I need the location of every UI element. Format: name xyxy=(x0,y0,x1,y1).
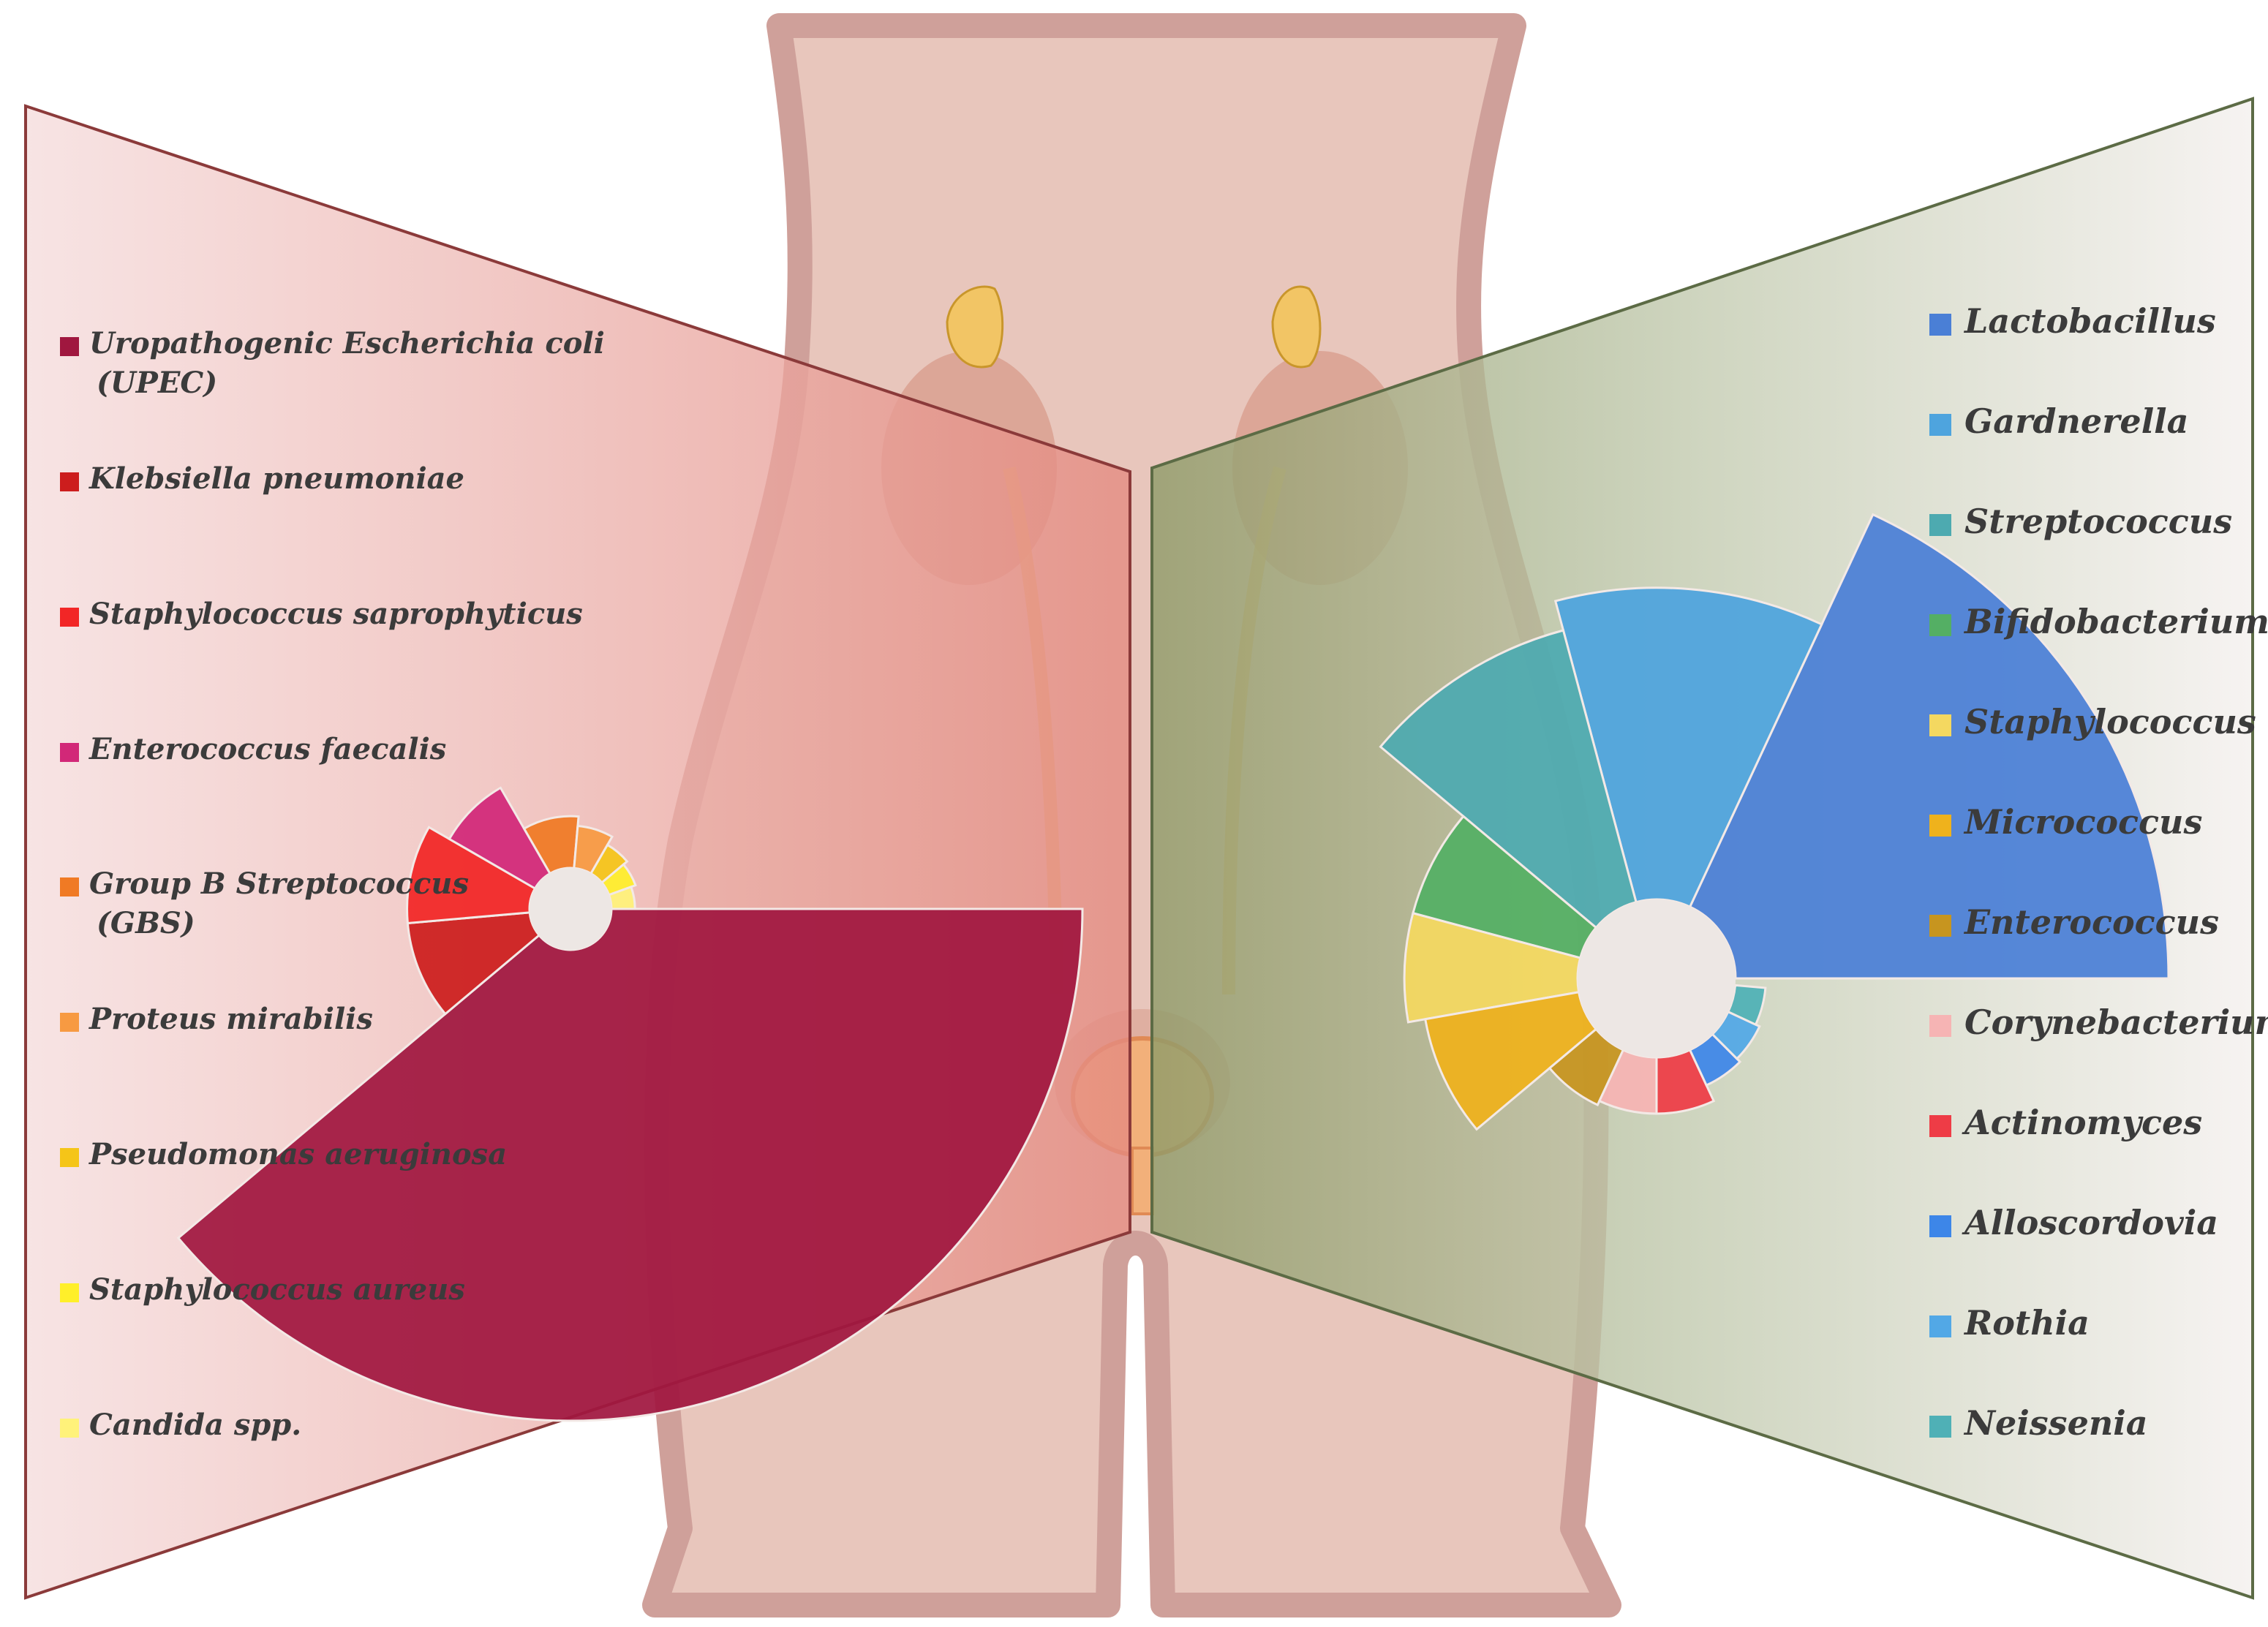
legend-label: (UPEC) xyxy=(97,366,217,400)
left-legend: Uropathogenic Escherichia coli (UPEC) Kleb… xyxy=(60,326,605,1442)
legend-swatch xyxy=(60,877,79,896)
legend-label: Lactobacillus xyxy=(1963,301,2216,341)
legend-item-micrococcus: Micrococcus xyxy=(1929,802,2202,842)
legend-swatch xyxy=(1929,1115,1951,1137)
legend-label: Staphylococcus aureus xyxy=(89,1272,465,1307)
right-adrenal-gland xyxy=(1271,285,1322,369)
legend-swatch xyxy=(1929,915,1951,937)
right-polar-chart xyxy=(1379,513,2170,1131)
legend-item-alloscordovia: Alloscordovia xyxy=(1929,1203,2218,1242)
legend-label: Pseudomonas aeruginosa xyxy=(88,1137,507,1171)
legend-item-staphylococcus: Staphylococcus xyxy=(1929,702,2256,741)
legend-swatch xyxy=(1929,1215,1951,1237)
legend-label: Uropathogenic Escherichia coli xyxy=(89,326,605,360)
legend-swatch xyxy=(1929,1315,1951,1337)
legend-label: Bifidobacterium xyxy=(1963,602,2268,641)
legend-label: Klebsiella pneumoniae xyxy=(88,461,464,496)
legend-item-corynebacterium: Corynebacterium xyxy=(1929,1003,2268,1042)
legend-swatch xyxy=(60,472,79,491)
left-adrenal-gland xyxy=(946,285,1004,369)
legend-label: Actinomyces xyxy=(1962,1103,2202,1142)
legend-item-bifidobacterium: Bifidobacterium xyxy=(1929,602,2268,641)
legend-label: Staphylococcus xyxy=(1964,702,2256,741)
left-polar-chart xyxy=(176,786,1084,1422)
legend-swatch xyxy=(60,743,79,762)
legend-item-streptococcus: Streptococcus xyxy=(1929,502,2232,541)
legend-item-gardnerella: Gardnerella xyxy=(1929,401,2188,441)
legend-label: Group B Streptococcus xyxy=(89,867,469,901)
legend-swatch xyxy=(60,1283,79,1302)
legend-item-klebsiella-pneumoniae: Klebsiella pneumoniae xyxy=(60,461,464,496)
legend-label: (GBS) xyxy=(97,906,195,940)
legend-swatch xyxy=(1929,314,1951,336)
legend-swatch xyxy=(1929,514,1951,536)
legend-item-group-b-streptococcus-gbs: Group B Streptococcus (GBS) xyxy=(60,867,469,940)
legend-label: Alloscordovia xyxy=(1962,1203,2218,1242)
legend-label: Corynebacterium xyxy=(1964,1003,2268,1042)
legend-label: Enterococcus faecalis xyxy=(88,732,446,766)
legend-item-candida-spp: Candida spp. xyxy=(60,1408,301,1442)
legend-swatch xyxy=(1929,1015,1951,1037)
legend-label: Staphylococcus saprophyticus xyxy=(89,597,583,631)
legend-swatch xyxy=(60,337,79,356)
right-legend: LactobacillusGardnerellaStreptococcusBif… xyxy=(1929,301,2268,1443)
legend-item-pseudomonas-aeruginosa: Pseudomonas aeruginosa xyxy=(60,1137,507,1171)
legend-label: Proteus mirabilis xyxy=(88,1002,373,1036)
legend-item-lactobacillus: Lactobacillus xyxy=(1929,301,2216,341)
legend-swatch xyxy=(1929,815,1951,837)
legend-swatch xyxy=(1929,414,1951,436)
legend-swatch xyxy=(60,1148,79,1167)
urethra xyxy=(1131,1147,1154,1215)
legend-item-enterococcus-faecalis: Enterococcus faecalis xyxy=(60,732,446,766)
legend-item-uropathogenic-escherichia-coli-upec: Uropathogenic Escherichia coli (UPEC) xyxy=(60,326,605,400)
legend-item-staphylococcus-saprophyticus: Staphylococcus saprophyticus xyxy=(60,597,583,631)
legend-swatch xyxy=(1929,1416,1951,1438)
legend-label: Candida spp. xyxy=(89,1408,301,1442)
legend-swatch xyxy=(60,608,79,627)
left-center-hole xyxy=(530,868,611,950)
legend-label: Neissenia xyxy=(1963,1403,2148,1443)
legend-item-proteus-mirabilis: Proteus mirabilis xyxy=(60,1002,373,1036)
legend-label: Enterococcus xyxy=(1963,902,2219,942)
legend-swatch xyxy=(60,1013,79,1032)
legend-label: Gardnerella xyxy=(1964,401,2188,441)
legend-label: Rothia xyxy=(1963,1303,2090,1343)
legend-swatch xyxy=(1929,714,1951,736)
legend-item-neissenia: Neissenia xyxy=(1929,1403,2148,1443)
legend-label: Streptococcus xyxy=(1964,502,2232,541)
legend-swatch xyxy=(1929,614,1951,636)
legend-item-actinomyces: Actinomyces xyxy=(1929,1103,2202,1142)
legend-swatch xyxy=(60,1419,79,1438)
right-center-hole xyxy=(1578,899,1736,1057)
legend-label: Micrococcus xyxy=(1963,802,2202,842)
legend-item-rothia: Rothia xyxy=(1929,1303,2090,1343)
legend-item-enterococcus: Enterococcus xyxy=(1929,902,2219,942)
legend-item-staphylococcus-aureus: Staphylococcus aureus xyxy=(60,1272,465,1307)
